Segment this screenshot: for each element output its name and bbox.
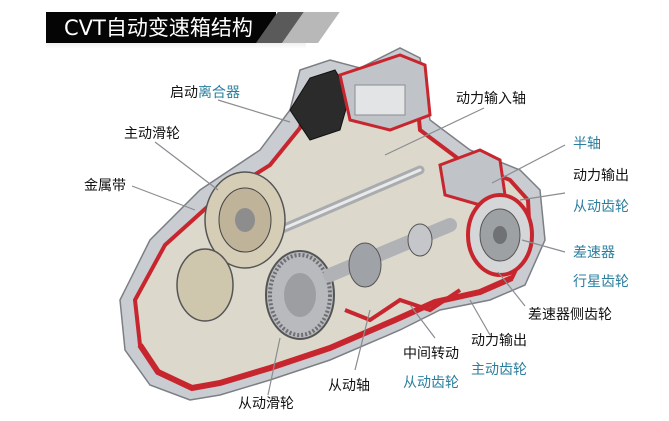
label-input-shaft: 动力输入轴 <box>456 91 526 107</box>
leader-output-driven-gear <box>519 192 566 201</box>
label-driven-pulley: 从动滑轮 <box>238 396 294 412</box>
label-start-clutch-part2: 离合器 <box>198 85 240 101</box>
drive-pulley-graphic <box>204 171 286 269</box>
leader-lines <box>131 99 566 396</box>
housing-cut-edge <box>137 275 514 392</box>
label-drive-pulley: 主动滑轮 <box>124 126 180 142</box>
label-output-driven-gear-line1: 动力输出 <box>573 168 629 184</box>
label-half-shaft: 半轴 <box>573 136 601 152</box>
label-differential-planet-line2: 行星齿轮 <box>573 274 629 290</box>
leader-start-clutch <box>217 99 291 123</box>
intermediate-gear-graphic <box>323 218 457 288</box>
leader-differential-planet <box>521 239 566 253</box>
label-differential-side-gear: 差速器侧齿轮 <box>528 307 612 323</box>
diagram-title: CVT自动变速箱结构 <box>64 16 253 40</box>
label-output-drive-gear-line1: 动力输出 <box>471 333 527 349</box>
leader-intermediate-driven-gear <box>409 304 436 339</box>
label-start-clutch: 启动离合器 <box>170 85 240 101</box>
leader-input-shaft <box>384 107 485 156</box>
leader-drive-pulley <box>154 141 219 191</box>
leader-metal-belt <box>131 185 196 211</box>
housing-cut-detail <box>344 288 462 323</box>
label-driven-shaft: 从动轴 <box>328 378 370 394</box>
leader-output-drive-gear <box>469 299 491 336</box>
driven-pulley-graphic <box>176 248 335 340</box>
title-shadow <box>46 43 306 49</box>
label-output-drive-gear-line2: 主动齿轮 <box>471 362 527 378</box>
label-intermediate-driven-gear-line1: 中间转动 <box>403 346 459 362</box>
label-start-clutch-part1: 启动 <box>170 85 198 101</box>
title-banner <box>46 12 276 43</box>
label-output-driven-gear-line2: 从动齿轮 <box>573 199 629 215</box>
leader-driven-shaft <box>354 309 371 371</box>
label-metal-belt: 金属带 <box>84 178 126 194</box>
label-intermediate-driven-gear-line2: 从动齿轮 <box>403 375 459 391</box>
leader-half-shaft <box>491 144 566 184</box>
clutch-housing <box>289 53 432 141</box>
label-differential-planet-line1: 差速器 <box>573 245 615 261</box>
leader-differential-side-gear <box>497 271 526 307</box>
leader-driven-pulley <box>267 337 281 396</box>
